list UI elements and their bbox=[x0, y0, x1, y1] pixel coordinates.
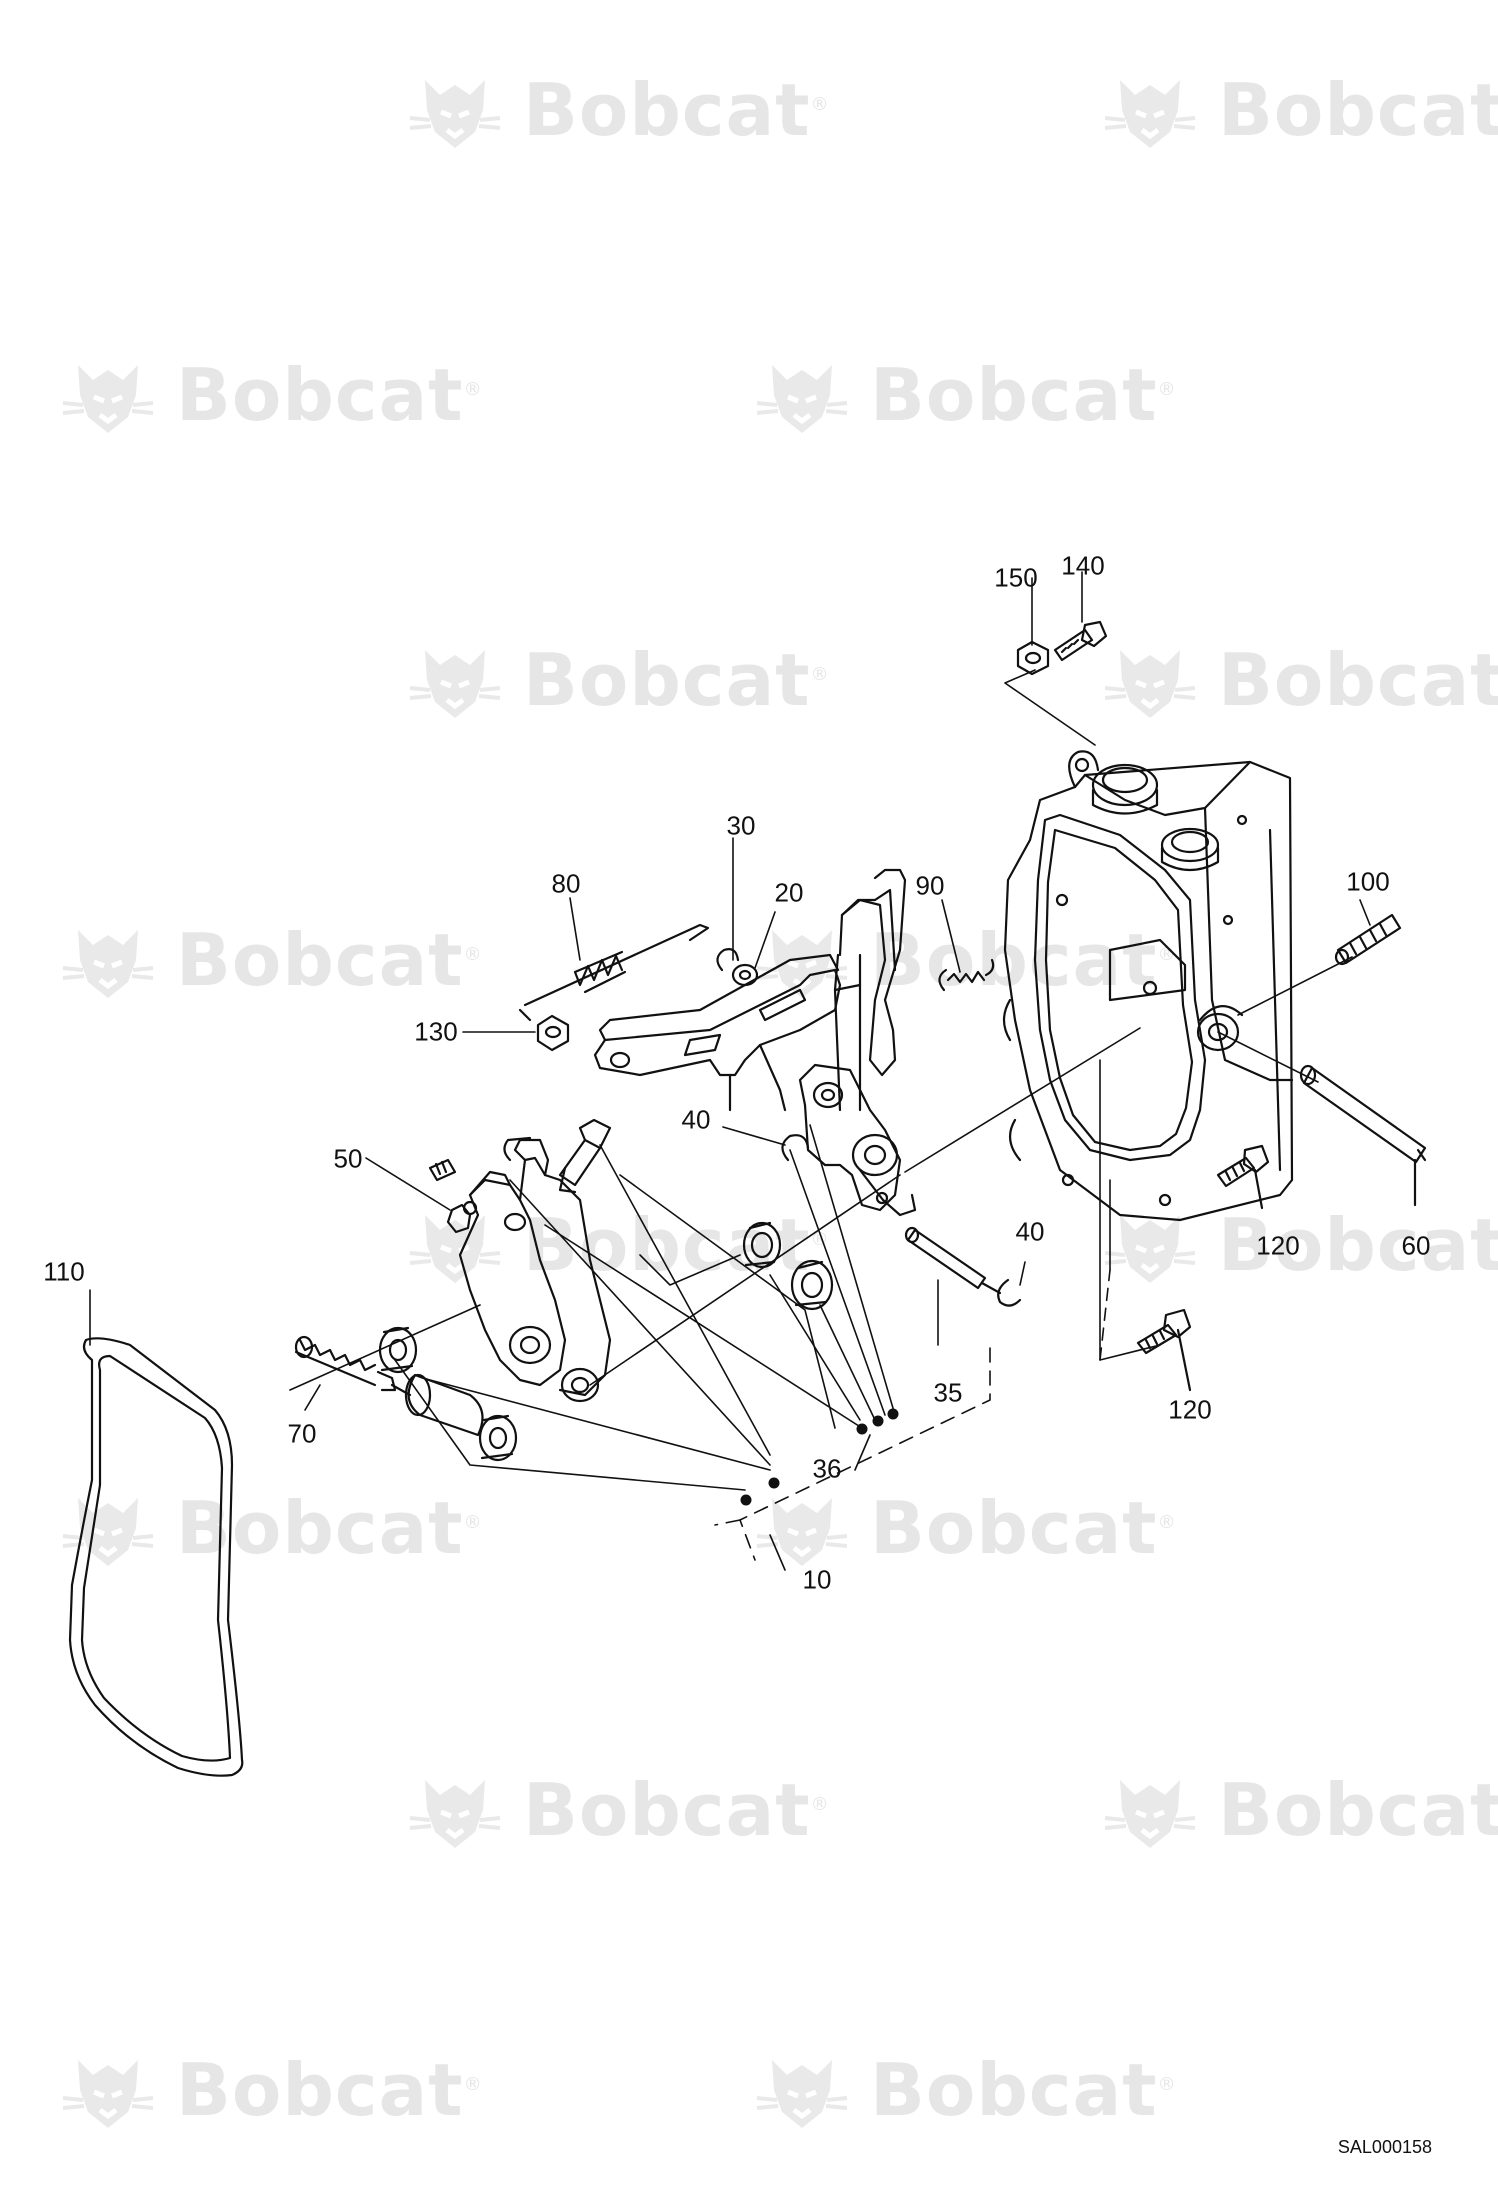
stud-100 bbox=[1334, 913, 1402, 966]
leader-lines bbox=[904, 669, 1353, 1361]
watermark-text: Bobcat® bbox=[1218, 638, 1498, 722]
link-plate bbox=[593, 953, 842, 1112]
bobcat-watermark: Bobcat® bbox=[58, 2040, 483, 2140]
bobcat-watermark: Bobcat® bbox=[1100, 630, 1498, 730]
nut-150 bbox=[1016, 640, 1050, 676]
reference-dots bbox=[740, 1408, 899, 1506]
pin-60 bbox=[1299, 1064, 1427, 1207]
bolt-120-lower bbox=[1136, 1308, 1192, 1392]
bobcat-logo-icon bbox=[756, 365, 848, 433]
bolt-120-upper bbox=[1216, 1144, 1270, 1210]
callout-90: 90 bbox=[915, 870, 945, 901]
bolt-140 bbox=[1053, 620, 1108, 662]
rod-spring-80 bbox=[518, 923, 710, 1022]
bobcat-logo-icon bbox=[1104, 80, 1196, 148]
bobcat-watermark: Bobcat® bbox=[58, 910, 483, 1010]
callout-50: 50 bbox=[333, 1143, 363, 1174]
bobcat-watermark: Bobcat® bbox=[405, 630, 830, 730]
stud-50 bbox=[428, 1158, 472, 1234]
washer-20 bbox=[731, 963, 759, 987]
bobcat-watermark: Bobcat® bbox=[58, 345, 483, 445]
callout-120-upper: 120 bbox=[1256, 1230, 1300, 1261]
watermark-text: Bobcat® bbox=[176, 1486, 483, 1570]
callout-70: 70 bbox=[287, 1418, 317, 1449]
clip-30 bbox=[716, 948, 740, 972]
callout-130: 130 bbox=[414, 1016, 458, 1047]
watermark-text: Bobcat® bbox=[870, 2048, 1177, 2132]
bobcat-logo-icon bbox=[62, 1498, 154, 1566]
watermark-text: Bobcat® bbox=[1218, 68, 1498, 152]
nut-130 bbox=[536, 1014, 570, 1052]
watermark-text: Bobcat® bbox=[870, 918, 1177, 1002]
clip-40-lower bbox=[997, 1278, 1022, 1307]
bobcat-logo-icon bbox=[1104, 1780, 1196, 1848]
callout-80: 80 bbox=[551, 868, 581, 899]
callout-20: 20 bbox=[774, 877, 804, 908]
callout-30: 30 bbox=[726, 810, 756, 841]
callout-36: 36 bbox=[812, 1453, 842, 1484]
clip-40-upper bbox=[781, 1134, 810, 1162]
watermark-text: Bobcat® bbox=[176, 353, 483, 437]
bobcat-logo-icon bbox=[409, 1780, 501, 1848]
bobcat-logo-icon bbox=[756, 930, 848, 998]
watermark-text: Bobcat® bbox=[176, 2048, 483, 2132]
callout-120-lower: 120 bbox=[1168, 1394, 1212, 1425]
bearing-set bbox=[378, 1221, 834, 1462]
watermark-text: Bobcat® bbox=[523, 638, 830, 722]
bobcat-watermark: Bobcat® bbox=[405, 1760, 830, 1860]
bobcat-logo-icon bbox=[1104, 1215, 1196, 1283]
watermark-text: Bobcat® bbox=[1218, 1203, 1498, 1287]
bobcat-watermark: Bobcat® bbox=[1100, 1760, 1498, 1860]
callout-35: 35 bbox=[933, 1377, 963, 1408]
callout-40-lower: 40 bbox=[1015, 1216, 1045, 1247]
callout-110: 110 bbox=[43, 1256, 85, 1287]
bobcat-logo-icon bbox=[409, 650, 501, 718]
bobcat-watermark: Bobcat® bbox=[58, 1478, 483, 1578]
callout-60: 60 bbox=[1401, 1230, 1431, 1261]
callout-10: 10 bbox=[802, 1564, 832, 1595]
bobcat-watermark: Bobcat® bbox=[1100, 1195, 1498, 1295]
lower-lever bbox=[458, 1136, 612, 1403]
watermark-text: Bobcat® bbox=[523, 1768, 830, 1852]
watermark-text: Bobcat® bbox=[523, 1203, 830, 1287]
bobcat-watermark: Bobcat® bbox=[752, 1478, 1177, 1578]
spring-70 bbox=[294, 1335, 412, 1397]
governor-housing bbox=[1002, 750, 1294, 1222]
bobcat-watermark: Bobcat® bbox=[752, 345, 1177, 445]
bobcat-logo-icon bbox=[756, 1498, 848, 1566]
bobcat-watermark: Bobcat® bbox=[752, 910, 1177, 1010]
callout-100: 100 bbox=[1346, 866, 1390, 897]
drawing-id: SAL000158 bbox=[1337, 2137, 1432, 2157]
watermark-text: Bobcat® bbox=[870, 353, 1177, 437]
bobcat-logo-icon bbox=[62, 2060, 154, 2128]
spring-90 bbox=[938, 958, 995, 992]
shaft-bolt bbox=[558, 1118, 612, 1194]
shaft-35 bbox=[904, 1226, 1002, 1295]
callout-leaders bbox=[89, 571, 1371, 1571]
watermark-text: Bobcat® bbox=[1218, 1768, 1498, 1852]
bobcat-logo-icon bbox=[1104, 650, 1196, 718]
callout-150: 150 bbox=[994, 562, 1038, 593]
bobcat-logo-icon bbox=[409, 80, 501, 148]
bobcat-watermark: Bobcat® bbox=[1100, 60, 1498, 160]
bobcat-watermark: Bobcat® bbox=[405, 60, 830, 160]
bobcat-logo-icon bbox=[62, 930, 154, 998]
bobcat-logo-icon bbox=[756, 2060, 848, 2128]
gasket-110 bbox=[68, 1337, 244, 1777]
callout-140: 140 bbox=[1061, 550, 1105, 581]
watermark-text: Bobcat® bbox=[176, 918, 483, 1002]
lever-bracket bbox=[798, 868, 917, 1217]
watermark-text: Bobcat® bbox=[523, 68, 830, 152]
callout-40-upper: 40 bbox=[681, 1104, 711, 1135]
watermark-text: Bobcat® bbox=[870, 1486, 1177, 1570]
bobcat-watermark: Bobcat® bbox=[752, 2040, 1177, 2140]
bobcat-logo-icon bbox=[62, 365, 154, 433]
